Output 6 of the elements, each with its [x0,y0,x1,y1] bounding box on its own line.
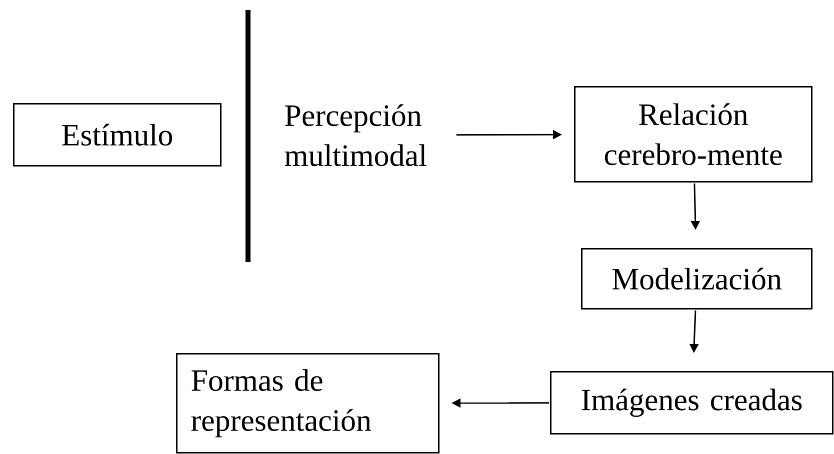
process-box: Formas de representación [176,353,440,454]
process-box: Relación cerebro-mente [574,86,812,182]
process-box: Modelización [581,248,812,310]
process-box: Estímulo [13,103,222,166]
process-text: Percepción multimodal [284,104,427,166]
process-box: Imágenes creadas [550,371,834,434]
